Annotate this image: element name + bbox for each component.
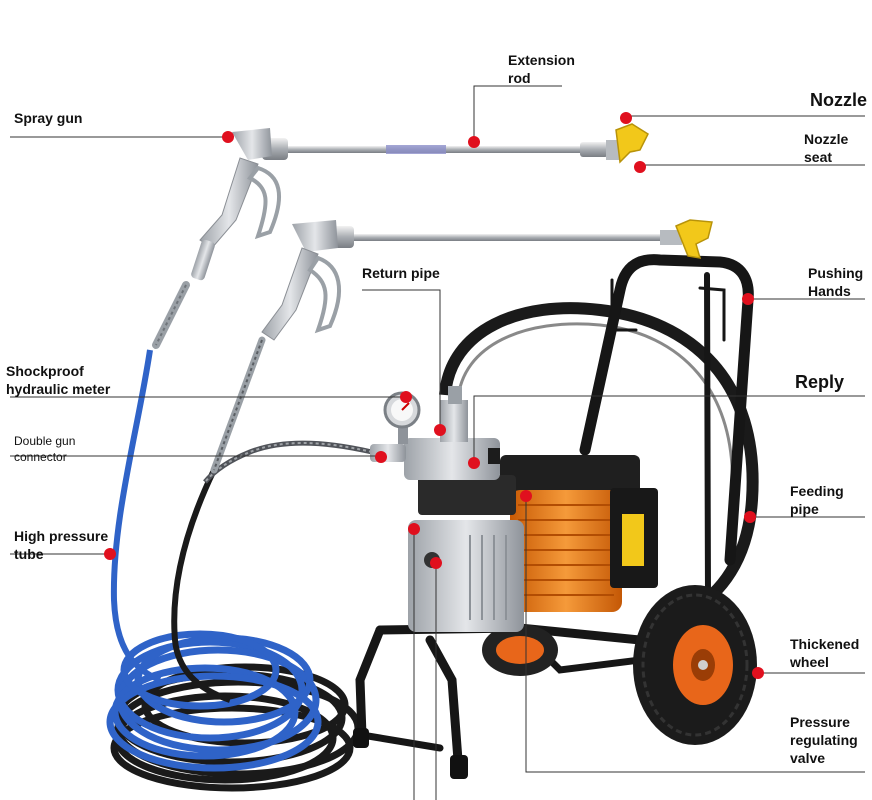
label-line: Double gun xyxy=(14,434,76,448)
label-extension-rod: Extension rod xyxy=(508,51,575,87)
marker-pump-knob xyxy=(430,557,442,569)
marker-double-gun-connector xyxy=(375,451,387,463)
electric-motor xyxy=(482,455,658,676)
label-line: wheel xyxy=(790,654,829,670)
hose-coils xyxy=(106,302,759,792)
spray-gun-graphic xyxy=(152,128,608,349)
label-line: hydraulic meter xyxy=(6,381,111,397)
label-thickened-wheel: Thickened wheel xyxy=(790,635,859,671)
thickened-wheel-graphic xyxy=(633,585,757,745)
label-line: Pressure xyxy=(790,714,850,730)
label-line: pipe xyxy=(790,501,819,517)
label-line: regulating xyxy=(790,732,858,748)
label-line: Nozzle xyxy=(804,131,849,147)
label-line: valve xyxy=(790,750,826,766)
label-line: Pushing xyxy=(808,265,864,281)
label-line: Thickened xyxy=(790,636,860,652)
label-line: Hands xyxy=(808,283,851,299)
label-double-gun-connector: Double gun connector xyxy=(14,433,75,465)
label-pressure-regulating-valve: Pressure regulating valve xyxy=(790,713,858,767)
label-high-pressure-tube: High pressure tube xyxy=(14,527,108,563)
marker-nozzle-seat xyxy=(634,161,646,173)
label-reply: Reply xyxy=(795,372,845,392)
label-line: Feeding xyxy=(790,483,844,499)
label-return-pipe: Return pipe xyxy=(362,265,440,281)
double-gun-connector-graphic xyxy=(370,444,406,462)
marker-feeding-pipe xyxy=(744,511,756,523)
marker-hydraulic-meter xyxy=(400,391,412,403)
marker-high-pressure-tube xyxy=(104,548,116,560)
nozzle-graphic xyxy=(606,123,649,164)
marker-reply xyxy=(468,457,480,469)
marker-nozzle xyxy=(620,112,632,124)
marker-extension-rod xyxy=(468,136,480,148)
marker-spray-gun xyxy=(222,131,234,143)
label-nozzle: Nozzle xyxy=(810,90,868,110)
marker-return-pipe xyxy=(434,424,446,436)
label-line: rod xyxy=(508,70,531,86)
second-spray-gun-graphic xyxy=(210,219,713,474)
frame-foot xyxy=(450,755,468,779)
callout-markers xyxy=(104,112,764,679)
marker-pressure-valve xyxy=(520,490,532,502)
label-line: connector xyxy=(14,450,67,464)
label-line: Shockproof xyxy=(6,363,84,379)
label-line: High pressure xyxy=(14,528,109,544)
label-spray-gun: Spray gun xyxy=(14,110,83,126)
label-line: seat xyxy=(804,149,833,165)
label-line: tube xyxy=(14,546,44,562)
marker-pushing-hands xyxy=(742,293,754,305)
frame-foot xyxy=(353,728,369,748)
marker-pump-left xyxy=(408,523,420,535)
label-pushing-hands: Pushing Hands xyxy=(808,264,863,300)
label-nozzle-seat: Nozzle seat xyxy=(804,130,848,166)
marker-thickened-wheel xyxy=(752,667,764,679)
label-feeding-pipe: Feeding pipe xyxy=(790,482,844,518)
label-shockproof-meter: Shockproof hydraulic meter xyxy=(6,362,110,398)
leader-lines xyxy=(10,85,865,800)
label-line: Extension xyxy=(508,52,575,68)
pump-body xyxy=(404,386,524,632)
